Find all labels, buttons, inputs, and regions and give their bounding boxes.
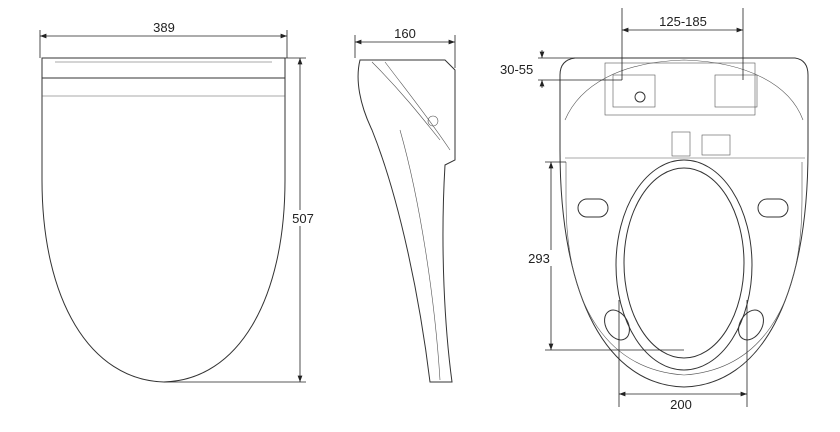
depth-label: 160 <box>394 26 416 41</box>
hinge-plate <box>604 62 756 116</box>
seat-length-label: 293 <box>528 251 550 266</box>
height-label: 507 <box>292 211 314 226</box>
opening-width-label: 200 <box>670 397 692 412</box>
front-lid-outline <box>41 78 286 383</box>
hinge-offset-label: 30-55 <box>500 62 533 77</box>
top-seat-outline <box>559 57 809 388</box>
top-view: 125-185 30-55 293 200 <box>500 8 809 412</box>
width-label: 389 <box>153 20 175 35</box>
seat-opening-inner <box>623 167 745 359</box>
seat-opening-outer <box>615 159 753 371</box>
side-profile-outline <box>357 59 456 383</box>
side-view: 160 <box>354 26 456 383</box>
front-view: 389 507 <box>39 20 316 383</box>
hinge-spacing-label: 125-185 <box>659 14 707 29</box>
front-hinge-bar <box>41 57 286 79</box>
